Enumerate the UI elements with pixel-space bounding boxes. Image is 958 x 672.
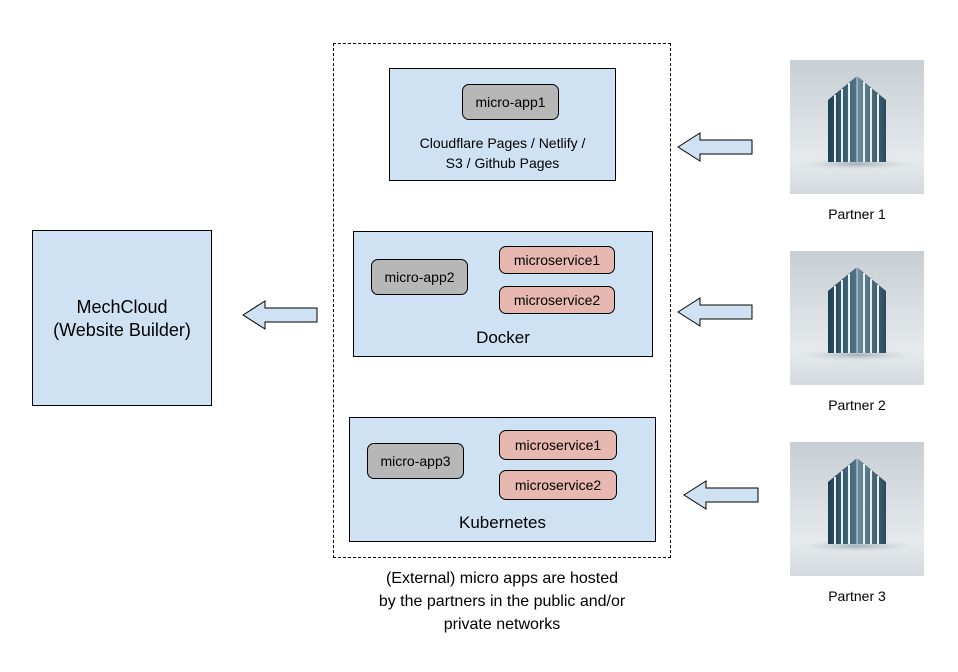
partner3-building-icon <box>790 442 924 576</box>
caption-line2: by the partners in the public and/or <box>378 593 626 610</box>
micro-app2: micro-app2 <box>371 259 468 295</box>
docker-microservice2: microservice2 <box>499 286 615 314</box>
micro-app3: micro-app3 <box>367 443 464 479</box>
arrow-from-partner3 <box>683 480 759 510</box>
micro-app1: micro-app1 <box>462 84 559 120</box>
arrow-to-mechcloud <box>242 300 318 330</box>
partner3-label: Partner 3 <box>828 588 886 604</box>
kubernetes-microservice2: microservice2 <box>499 470 617 500</box>
partner1-label: Partner 1 <box>828 206 886 222</box>
caption-line1: (External) micro apps are hosted <box>385 570 619 587</box>
cloudflare-box: micro-app1 Cloudflare Pages / Netlify / … <box>389 68 616 181</box>
arrow-from-partner1 <box>677 132 753 162</box>
partner1-building-icon <box>790 60 924 194</box>
caption-line3: private networks <box>443 616 561 633</box>
cloudflare-label-line2: S3 / Github Pages <box>445 155 560 171</box>
docker-label: Docker <box>476 328 530 347</box>
kubernetes-box: micro-app3 microservice1 microservice2 K… <box>349 417 656 542</box>
kubernetes-microservice1: microservice1 <box>499 430 617 460</box>
mechcloud-label-line1: MechCloud <box>76 297 168 317</box>
mechcloud-label-line2: (Website Builder) <box>53 320 191 340</box>
arrow-from-partner2 <box>677 297 753 327</box>
hosting-region <box>333 43 671 558</box>
cloudflare-label-line1: Cloudflare Pages / Netlify / <box>419 135 586 151</box>
partner2-label: Partner 2 <box>828 397 886 413</box>
mechcloud-box: MechCloud (Website Builder) <box>32 230 212 406</box>
docker-box: micro-app2 microservice1 microservice2 D… <box>353 231 653 357</box>
partner2-building-icon <box>790 251 924 385</box>
docker-microservice1: microservice1 <box>499 246 615 274</box>
kubernetes-label: Kubernetes <box>459 513 546 532</box>
